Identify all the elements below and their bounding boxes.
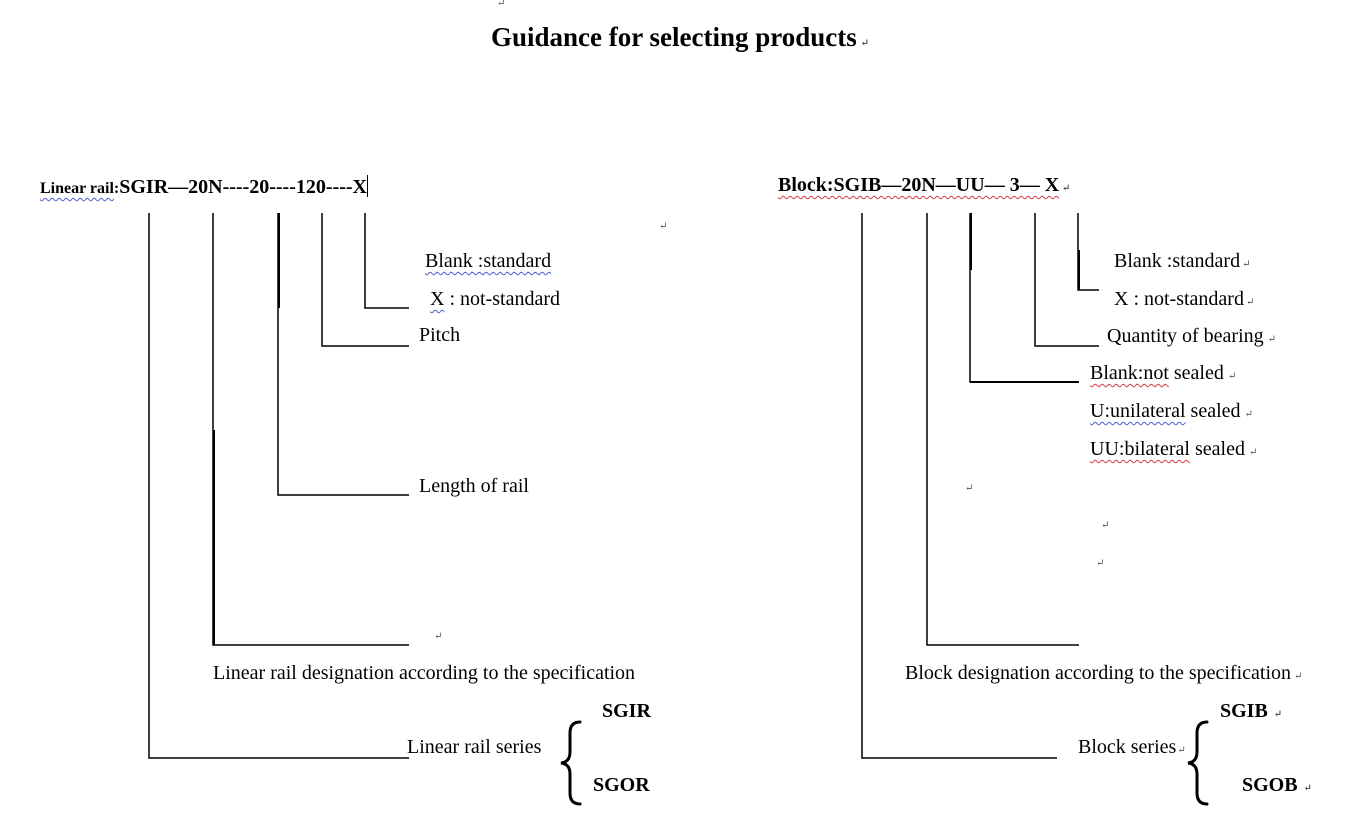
- paragraph-mark: ↵: [434, 631, 443, 642]
- block-series-option-sgob: SGOB↵: [1242, 774, 1312, 796]
- rail-length-connector: [277, 213, 409, 496]
- block-seal-uu: UU:bilateral sealed↵: [1090, 438, 1258, 460]
- block-quantity-label: Quantity of bearing↵: [1107, 325, 1277, 347]
- paragraph-mark: ↵: [1101, 520, 1110, 531]
- block-designation-connector: [926, 213, 1079, 646]
- block-code: Block:SGIB—20N—UU— 3— X: [778, 174, 1060, 196]
- block-series-brace: [1187, 720, 1209, 806]
- page-title: Guidance for selecting products↵: [491, 22, 870, 52]
- rail-series-label: Linear rail series: [407, 736, 542, 758]
- paragraph-mark: ↵: [965, 483, 974, 494]
- rail-option-blank: Blank :standard: [425, 250, 552, 272]
- block-code-line: Block:SGIB—20N—UU— 3— X↵: [778, 174, 1071, 196]
- rail-length-label: Length of rail: [419, 475, 529, 497]
- rail-series-brace: [560, 720, 582, 806]
- paragraph-mark: ↵: [497, 0, 506, 9]
- block-series-option-sgib: SGIB↵: [1220, 700, 1283, 722]
- paragraph-mark: ↵: [659, 221, 668, 232]
- block-option-blank: Blank :standard↵: [1114, 250, 1251, 272]
- rail-designation-connector: [212, 213, 409, 646]
- rail-label: Linear rail: [40, 180, 114, 197]
- block-seal-blank: Blank:not sealed↵: [1090, 362, 1237, 384]
- rail-code-line: Linear rail:SGIR—20N----20----120----X: [40, 175, 368, 198]
- block-series-connector: [861, 213, 1057, 759]
- rail-pitch-connector: [321, 213, 409, 347]
- rail-option-x: X : not-standard: [430, 288, 560, 310]
- block-option-x: X : not-standard↵: [1114, 288, 1255, 310]
- block-designation-label: Block designation according to the speci…: [905, 662, 1303, 684]
- rail-pitch-label: Pitch: [419, 324, 461, 346]
- paragraph-mark: ↵: [1096, 558, 1105, 569]
- block-quantity-connector: [1034, 213, 1099, 347]
- rail-series-option-sgor: SGOR: [593, 774, 650, 796]
- rail-option-connector: [364, 213, 409, 309]
- block-seal-connector: [969, 213, 1079, 383]
- rail-code: SGIR—20N----20----120----X: [119, 176, 367, 198]
- text-cursor: [366, 175, 368, 197]
- block-series-label: Block series↵: [1078, 736, 1186, 758]
- rail-series-connector: [148, 213, 409, 759]
- block-option-connector: [1077, 213, 1099, 291]
- rail-designation-label: Linear rail designation according to the…: [213, 662, 636, 684]
- block-seal-u: U:unilateral sealed↵: [1090, 400, 1253, 422]
- rail-series-option-sgir: SGIR: [602, 700, 651, 722]
